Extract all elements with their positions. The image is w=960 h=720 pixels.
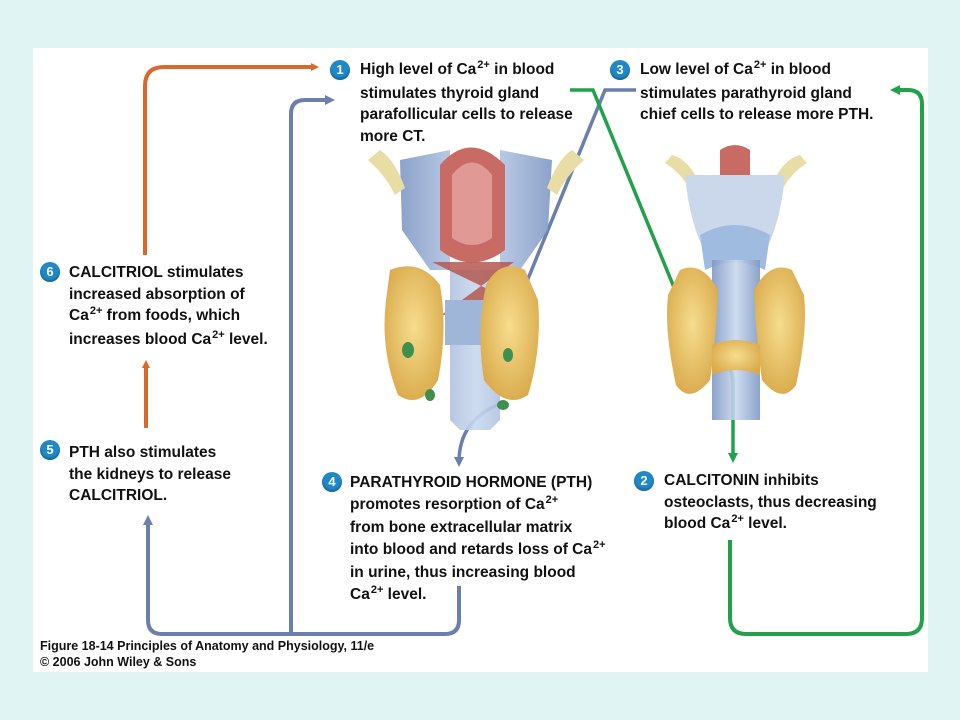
step-6-text: CALCITRIOL stimulates increased absorpti… [69, 262, 268, 352]
step-2-text: CALCITONIN inhibits osteoclasts, thus de… [664, 470, 877, 537]
step-2-line-3: blood Ca2+ level. [664, 513, 787, 532]
step-2-line-2: osteoclasts, thus decreasing [664, 493, 877, 511]
step-6-line-1: CALCITRIOL stimulates [69, 264, 244, 281]
arrow-calcitriol-to-step1 [143, 63, 319, 255]
arrow-step2-loop-to-step3 [728, 85, 924, 636]
arrow-step1-to-thyroid [570, 88, 682, 303]
step-4-line-6: Ca2+ level. [350, 583, 427, 603]
figure-caption: Figure 18-14 Principles of Anatomy and P… [40, 638, 374, 670]
step-1-line-2: stimulates thyroid gland [360, 84, 540, 102]
step-badge-2: 2 [634, 471, 654, 491]
arrow-step3-to-parathyroid [519, 88, 636, 297]
step-1-line-1: High level of Ca2+ in blood [360, 59, 555, 78]
step-4-line-2: promotes resorption of Ca2+ [350, 493, 559, 513]
step-5-line-3: CALCITRIOL. [69, 487, 168, 504]
step-3-text: Low level of Ca2+ in blood stimulates pa… [640, 59, 873, 126]
step-4-line-4: into blood and retards loss of Ca2+ [350, 538, 606, 558]
arrow-blood-to-step1 [289, 95, 335, 634]
step-4-line-1: PARATHYROID HORMONE (PTH) [350, 474, 593, 491]
caption-line-2: © 2006 John Wiley & Sons [40, 655, 197, 669]
step-badge-3: 3 [610, 60, 630, 80]
step-6-line-4: increases blood Ca2+ level. [69, 328, 268, 348]
step-5-text: PTH also stimulates the kidneys to relea… [69, 442, 231, 507]
step-1-text: High level of Ca2+ in blood stimulates t… [360, 59, 573, 147]
step-1-line-4: more CT. [360, 127, 426, 145]
step-5-line-2: the kidneys to release [69, 465, 231, 483]
step-3-line-2: stimulates parathyroid gland [640, 84, 852, 102]
step-2-line-1: CALCITONIN inhibits [664, 472, 819, 489]
step-4-text: PARATHYROID HORMONE (PTH) promotes resor… [350, 472, 606, 607]
step-6-line-3: Ca2+ from foods, which [69, 305, 241, 324]
step-badge-5: 5 [40, 440, 60, 460]
step-badge-6: 6 [40, 262, 60, 282]
step-4-line-5: in urine, thus increasing blood [350, 564, 576, 581]
step-4-line-3: from bone extracellular matrix [350, 519, 573, 536]
step-3-line-3: chief cells to release more PTH. [640, 106, 874, 123]
arrow-step4-bottom-loop [143, 515, 461, 636]
anterior-thyroid-illustration [665, 145, 807, 420]
caption-line-1: Figure 18-14 Principles of Anatomy and P… [40, 639, 375, 653]
step-badge-1: 1 [330, 60, 350, 80]
step-6-line-2: increased absorption of [69, 285, 245, 303]
step-5-line-1: PTH also stimulates [69, 444, 217, 461]
step-1-line-3: parafollicular cells to release [360, 106, 573, 123]
step-3-line-1: Low level of Ca2+ in blood [640, 59, 831, 78]
step-badge-4: 4 [322, 472, 342, 492]
posterior-thyroid-illustration [368, 147, 584, 430]
